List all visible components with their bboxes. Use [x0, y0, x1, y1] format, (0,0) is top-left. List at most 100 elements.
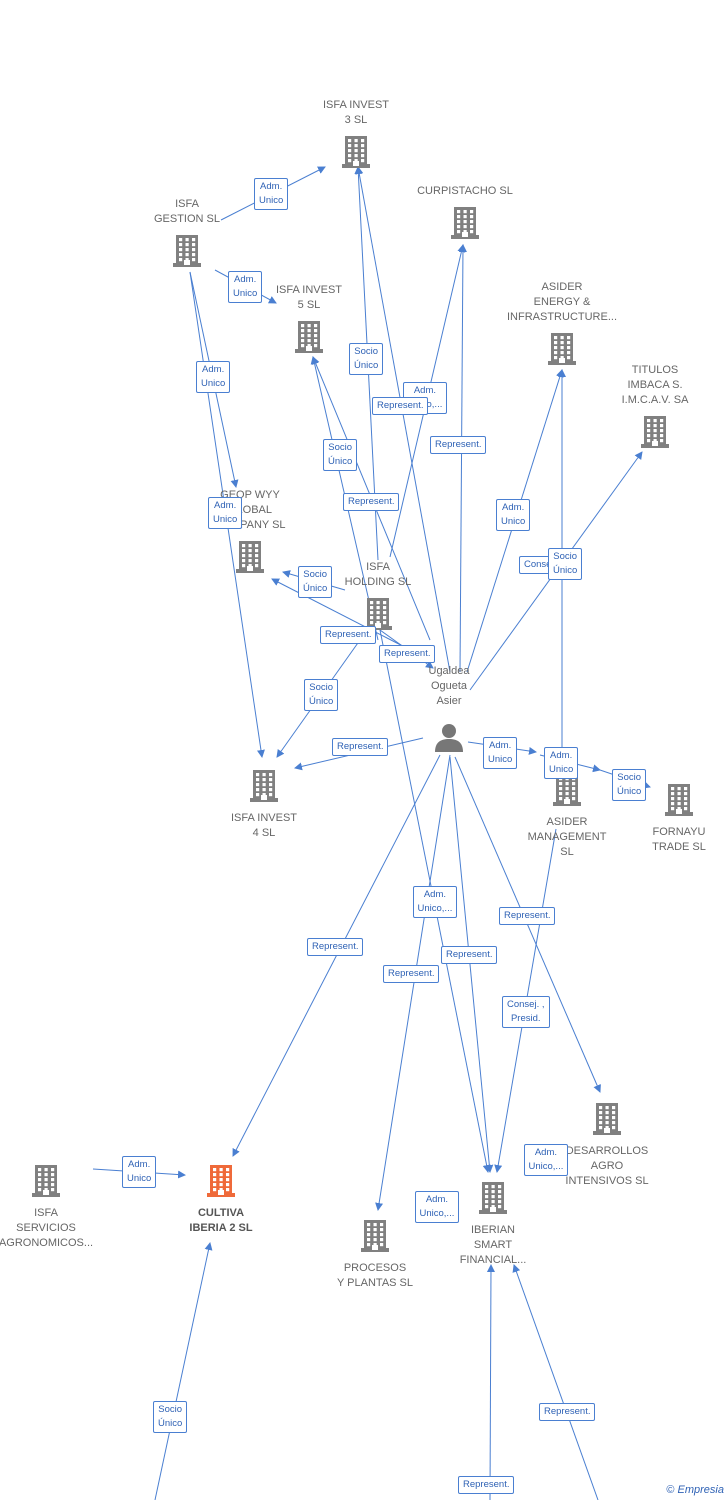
- edge-label[interactable]: Represent.: [320, 626, 377, 644]
- building-icon: [190, 539, 310, 578]
- edge-label[interactable]: Adm.Unico,...: [412, 886, 458, 918]
- edge-label[interactable]: Adm.Unico: [122, 1156, 157, 1188]
- building-icon: [0, 1163, 106, 1202]
- company-name-line: MANAGEMENT: [527, 831, 607, 843]
- edge-line: [486, 1264, 495, 1500]
- edge-label[interactable]: Adm.Unico: [496, 499, 531, 531]
- edge-label-line: Adm.: [534, 1147, 558, 1158]
- edge-label-line: Adm.: [202, 364, 225, 375]
- building-icon: [502, 331, 622, 370]
- company-name-line: TRADE SL: [652, 841, 706, 853]
- company-name-line: ISFA: [366, 561, 390, 573]
- edge-label-line: Único: [328, 456, 353, 467]
- edge-label-line: Consej. ,: [524, 559, 562, 570]
- edge-label-line: Unico: [488, 754, 513, 765]
- edge-label-line: Represent.: [388, 968, 435, 979]
- company-name-line: IBERIA 2 SL: [189, 1222, 253, 1234]
- brand-logo[interactable]: Empresia: [677, 1484, 724, 1496]
- edge-label-line: Único: [309, 696, 334, 707]
- company-name-line: ISFA: [175, 198, 199, 210]
- edge-label-line: Unico: [127, 1173, 152, 1184]
- edge-label[interactable]: Adm.Unico: [208, 497, 243, 529]
- edge-label[interactable]: Adm. Unico: [544, 747, 579, 779]
- building-icon: [249, 319, 369, 358]
- company-name-line: INTENSIVOS SL: [565, 1175, 649, 1187]
- company-node-curpistacho[interactable]: CURPISTACHO SL: [405, 184, 525, 244]
- company-name-line: SERVICIOS: [16, 1222, 76, 1234]
- company-name-line: HOLDING SL: [344, 576, 412, 588]
- company-node-isfa-holding[interactable]: ISFA HOLDING SL: [318, 560, 438, 635]
- edge-label[interactable]: Represent.: [499, 907, 556, 925]
- edge-label-line: Adm.: [550, 750, 573, 761]
- person-name-line: Ugaldea: [428, 665, 470, 677]
- edge-label[interactable]: Consej. ,Presid.: [502, 996, 550, 1028]
- edge-label[interactable]: Represent.: [383, 965, 440, 983]
- edge-label-line: Adm.: [234, 274, 257, 285]
- building-icon: [433, 1180, 553, 1219]
- edge-label[interactable]: Adm.Unico: [228, 271, 263, 303]
- building-icon: [161, 1163, 281, 1202]
- edge-label[interactable]: Represent.: [539, 1403, 596, 1421]
- edge-label[interactable]: Adm.Unico: [483, 737, 518, 769]
- company-name-line: INFRASTRUCTURE...: [507, 311, 617, 323]
- edge-label-line: Consej. ,: [507, 999, 545, 1010]
- building-icon: [127, 233, 247, 272]
- edge-label[interactable]: Represent.: [379, 645, 436, 663]
- edge-label[interactable]: Represent.: [458, 1476, 515, 1494]
- company-name: CURPISTACHO SL: [405, 184, 525, 199]
- person-name-line: Asier: [436, 695, 462, 707]
- company-name-line: CURPISTACHO SL: [417, 185, 513, 197]
- edge-label-line: Unico: [213, 514, 238, 525]
- edge-label-line: Único: [303, 583, 328, 594]
- edge-label-line: Socio: [309, 682, 334, 693]
- edge-label-line: Adm.: [260, 181, 283, 192]
- edge-label[interactable]: Represent.: [343, 493, 400, 511]
- edge-label-line: Represent.: [348, 496, 395, 507]
- edge-label[interactable]: Represent.: [430, 436, 487, 454]
- edge-label[interactable]: Adm.Unico: [254, 178, 289, 210]
- edge-label-line: Socio: [328, 442, 353, 453]
- person-node[interactable]: Ugaldea Ogueta Asier: [410, 664, 488, 758]
- edge-label-line: Unico: [549, 764, 574, 775]
- edge-label[interactable]: Adm. Unico,...: [523, 1144, 569, 1176]
- edge-label[interactable]: Represent.: [372, 397, 429, 415]
- edge-label[interactable]: Represent.: [307, 938, 364, 956]
- edge-label-line: Único: [158, 1418, 183, 1429]
- company-name-line: Y PLANTAS SL: [336, 1277, 414, 1289]
- edge-label[interactable]: Represent.: [332, 738, 389, 756]
- edge-label[interactable]: Represent.: [441, 946, 498, 964]
- edge-label[interactable]: Adm.Unico,...: [414, 1191, 460, 1223]
- building-icon: [296, 134, 416, 173]
- edge-line: [512, 1264, 599, 1500]
- building-icon: [405, 205, 525, 244]
- edge-label-line: Único: [553, 565, 578, 576]
- edge-label-line: Unico,...: [528, 1161, 564, 1172]
- company-name-line: TITULOS: [631, 364, 679, 376]
- edge-label[interactable]: Adm.Unico: [196, 361, 231, 393]
- building-icon: [315, 1218, 435, 1257]
